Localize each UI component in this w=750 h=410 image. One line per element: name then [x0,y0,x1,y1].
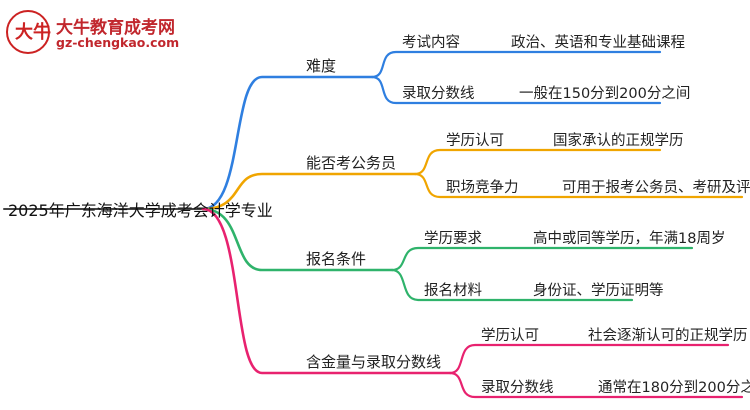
site-logo: 大牛 大牛教育成考网 gz-chengkao.com [6,10,196,56]
logo-url: gz-chengkao.com [56,35,180,50]
leaf-admission-score: 录取分数线 [481,380,554,396]
leaf-exam-content-value: 政治、英语和专业基础课程 [511,35,685,51]
leaf-social-recognition: 学历认可 [481,328,539,344]
branch-connector-3 [201,207,452,375]
logo-title: 大牛教育成考网 [56,18,175,38]
leaf-cutoff-score: 录取分数线 [402,86,475,102]
branch-value-and-cutoff: 含金量与录取分数线 [306,353,442,371]
branch-connector-1 [201,172,417,211]
leaf-connector-1-0 [413,148,662,176]
leaf-exam-content: 考试内容 [402,35,460,51]
leaf-education-requirement-value: 高中或同等学历，年满18周岁 [533,231,726,247]
leaf-connector-3-1 [448,371,744,399]
logo-seal-icon: 大牛 [6,10,51,54]
leaf-application-materials-value: 身份证、学历证明等 [533,283,664,299]
leaf-application-materials: 报名材料 [424,283,482,299]
leaf-connector-0-0 [370,50,662,79]
leaf-connector-0-1 [370,75,662,105]
branch-connector-2 [201,207,394,272]
leaf-connector-2-0 [390,246,694,272]
leaf-career-competitiveness: 职场竞争力 [446,180,519,196]
leaf-connector-3-0 [448,343,730,375]
leaf-admission-score-value: 通常在180分到200分之间 [598,380,750,396]
leaf-education-requirement: 学历要求 [424,231,482,247]
leaf-social-recognition-value: 社会逐渐认可的正规学历 [588,328,748,344]
leaf-career-competitiveness-value: 可用于报考公务员、考研及评职称 [562,180,750,196]
leaf-degree-recognition-value: 国家承认的正规学历 [553,133,684,149]
branch-difficulty: 难度 [306,57,337,75]
leaf-connector-1-1 [413,172,744,199]
root-topic: 2025年广东海洋大学成考会计学专业 [8,201,273,220]
branch-enrollment-requirements: 报名条件 [306,250,367,268]
leaf-degree-recognition: 学历认可 [446,133,504,149]
leaf-connector-2-1 [390,268,634,302]
branch-connector-0 [201,75,374,211]
branch-civil-service: 能否考公务员 [306,154,397,172]
leaf-cutoff-score-value: 一般在150分到200分之间 [519,86,691,102]
logo-seal-text: 大牛 [15,22,51,43]
